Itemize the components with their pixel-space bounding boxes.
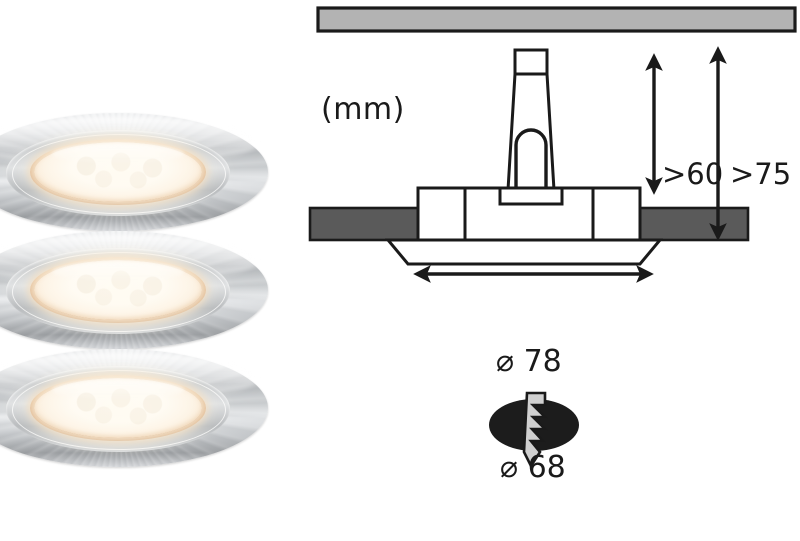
lens-gloss bbox=[52, 380, 184, 400]
housing-center-block bbox=[498, 186, 564, 206]
drill-bit-icon bbox=[522, 391, 549, 469]
terminal-block bbox=[513, 48, 549, 76]
technical-drawing: (mm) >60 >75 ⌀ 78 ⌀ 68 bbox=[300, 0, 800, 541]
ceiling-board-left bbox=[308, 206, 420, 242]
downlight-product-image-2 bbox=[0, 231, 268, 349]
dimension-label-outer-diameter: ⌀ 78 bbox=[496, 344, 562, 379]
trim-ring bbox=[384, 238, 664, 266]
dimension-label-cutout-diameter: ⌀ 68 bbox=[500, 450, 566, 485]
dimension-drawing-svg bbox=[308, 6, 797, 469]
downlight-product-image-3 bbox=[0, 349, 268, 467]
ceiling-board-right bbox=[638, 206, 750, 242]
dimension-label-ceiling-void: >75 bbox=[730, 157, 792, 191]
downlight-product-image-1 bbox=[0, 113, 268, 231]
unit-label: (mm) bbox=[321, 92, 405, 127]
ceiling-slab bbox=[316, 6, 797, 33]
lens-gloss bbox=[52, 144, 184, 164]
lens-gloss bbox=[52, 262, 184, 282]
dimension-label-recess-depth: >60 bbox=[662, 157, 724, 191]
product-photo-group bbox=[0, 0, 300, 541]
